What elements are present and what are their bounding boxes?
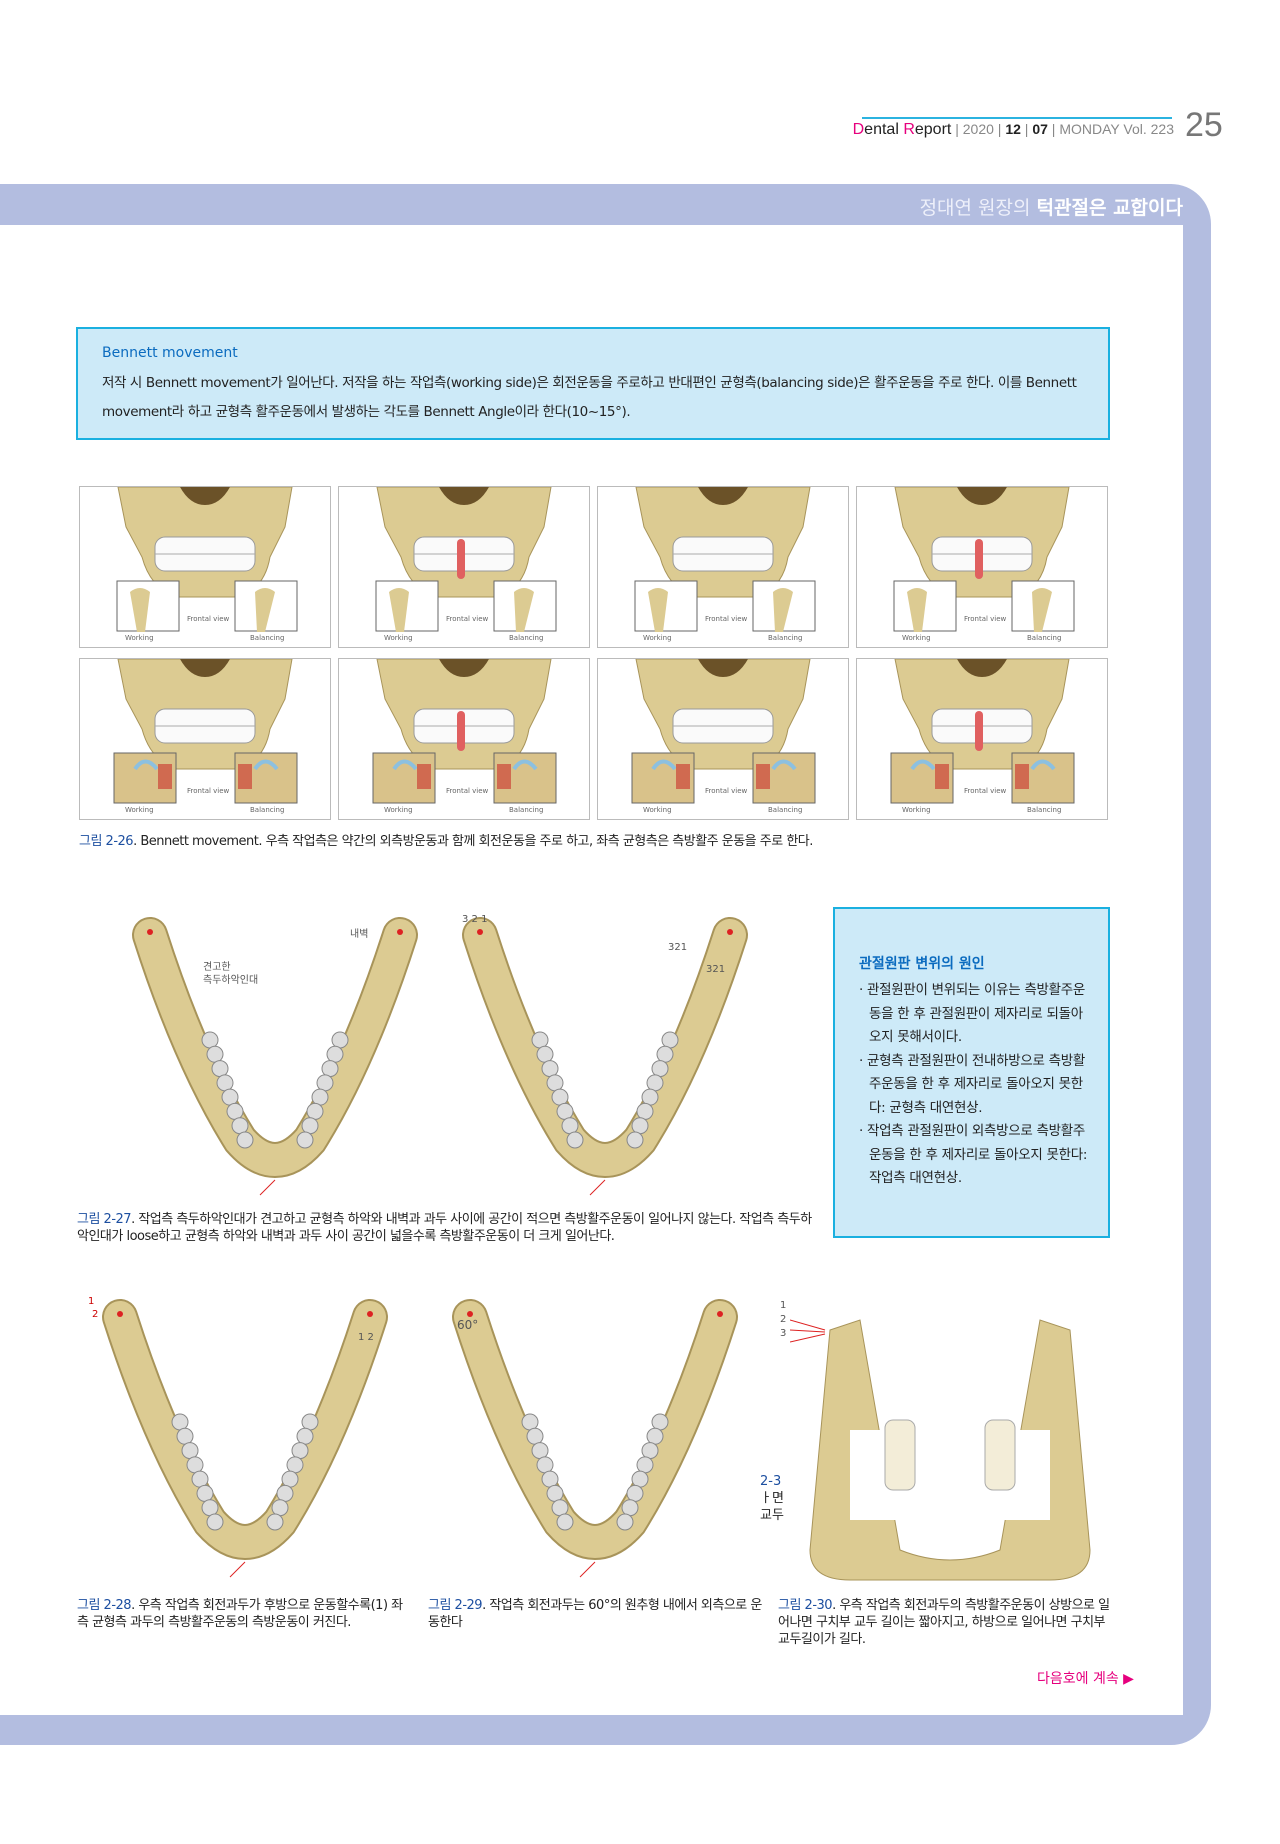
caption-2-28: 그림 2-28. 우측 작업측 회전과두가 후방으로 운동할수록(1) 좌측 균… — [77, 1598, 403, 1630]
label-frontal-view: Frontal view — [446, 787, 489, 795]
skull-illustration — [893, 487, 1075, 632]
label-working: Working — [643, 806, 672, 814]
volume: Vol. 223 — [1123, 121, 1174, 137]
skull-illustration — [113, 659, 298, 804]
label-balancing: Balancing — [509, 634, 544, 642]
label-working: Working — [384, 634, 413, 642]
label-frontal-view: Frontal view — [705, 615, 748, 623]
label-n1: 1 — [88, 1296, 95, 1307]
header-rule — [862, 117, 1172, 119]
series-title: 정대연 원장의 턱관절은 교합이다 — [919, 197, 1183, 219]
brand-logo: Dental Report — [852, 121, 952, 138]
info-item: · 관절원판이 변위되는 이유는 측방활주운동을 한 후 관절원판이 제자리로 … — [859, 982, 1085, 1045]
label-ligament-1: 견고한 — [203, 962, 231, 973]
label-n2: 2 — [780, 1314, 787, 1325]
label-balancing: Balancing — [768, 634, 803, 642]
month: 12 — [1005, 121, 1021, 137]
mandible-illustration — [102, 1299, 388, 1578]
skull-illustration — [116, 487, 298, 632]
label-nums-c: 321 — [706, 964, 726, 975]
info-item: · 작업측 관절원판이 외측방으로 측방활주운동을 한 후 제자리로 돌아오지 … — [859, 1123, 1088, 1186]
box-title: Bennett movement — [102, 345, 238, 361]
mandible-illustration — [452, 1299, 738, 1578]
label-working: Working — [902, 634, 931, 642]
label-working: Working — [902, 806, 931, 814]
weekday: MONDAY — [1059, 121, 1120, 137]
mandible-illustration — [462, 917, 748, 1196]
skull-illustration — [631, 659, 816, 804]
mandible-figure-2-27b: 3 2 1 321 321 — [440, 910, 770, 1200]
year: 2020 — [962, 121, 994, 137]
caption-2-29: 그림 2-29. 작업측 회전과두는 60°의 원추형 내에서 외측으로 운동한… — [428, 1598, 762, 1630]
page-number: 25 — [1185, 106, 1223, 144]
label-working: Working — [125, 806, 154, 814]
caption-2-30: 그림 2-30. 우측 작업측 회전과두의 측방활주운동이 상방으로 일어나면 … — [778, 1598, 1110, 1647]
label-n2: 2 — [92, 1309, 99, 1320]
label-frontal-view: Frontal view — [446, 615, 489, 623]
label-n1: 1 — [780, 1300, 787, 1311]
label-balancing: Balancing — [250, 806, 285, 814]
caption-2-27: 그림 2-27. 작업측 측두하악인대가 견고하고 균형측 하악와 내벽과 과두… — [77, 1212, 812, 1244]
label-balancing: Balancing — [509, 806, 544, 814]
label-frontal-view: Frontal view — [187, 787, 230, 795]
label-frontal-view: Frontal view — [187, 615, 230, 623]
mandible-figure-2-28: 1 2 1 2 — [80, 1292, 410, 1592]
label-ligament-2: 측두하악인대 — [203, 975, 259, 986]
label-balancing: Balancing — [1027, 634, 1062, 642]
box-body: 저작 시 Bennett movement가 일어난다. 저작을 하는 작업측(… — [102, 375, 1077, 420]
continued-next-issue: 다음호에 계속 ▶ — [1037, 1671, 1134, 1687]
label-nums-b: 321 — [668, 942, 688, 953]
label-frontal-view: Frontal view — [705, 787, 748, 795]
mandible-figure-2-27a: 견고한 측두하악인대 내벽 — [110, 910, 440, 1200]
bennett-movement-box: Bennett movement 저작 시 Bennett movement가 … — [76, 327, 1110, 440]
label-working: Working — [384, 806, 413, 814]
label-n3: 3 — [780, 1328, 787, 1339]
mandible-figure-2-29: 60° — [430, 1292, 760, 1592]
skull-illustration — [372, 659, 557, 804]
label-balancing: Balancing — [250, 634, 285, 642]
info-title: 관절원판 변위의 원인 — [859, 956, 985, 972]
label-working: Working — [643, 634, 672, 642]
label-n12: 1 2 — [358, 1332, 374, 1343]
disc-displacement-box: 관절원판 변위의 원인 · 관절원판이 변위되는 이유는 측방활주운동을 한 후… — [833, 907, 1110, 1238]
mandible-frontal-illustration — [789, 1319, 1091, 1581]
label-frontal-view: Frontal view — [964, 787, 1007, 795]
label-balancing: Balancing — [768, 806, 803, 814]
caption-2-26: 그림 2-26. Bennett movement. 우측 작업측은 약간의 외… — [79, 834, 813, 849]
skull-illustration — [634, 487, 816, 632]
label-frontal-view: Frontal view — [964, 615, 1007, 623]
day: 07 — [1032, 121, 1048, 137]
label-inner-wall: 내벽 — [350, 929, 369, 940]
skull-illustration — [890, 659, 1075, 804]
label-working: Working — [125, 634, 154, 642]
mandible-frontal-figure-2-30: 1 2 3 — [780, 1300, 1110, 1590]
label-angle: 60° — [457, 1318, 479, 1332]
info-item: · 균형측 관절원판이 전내하방으로 측방활주운동을 한 후 제자리로 돌아오지… — [859, 1052, 1085, 1116]
label-balancing: Balancing — [1027, 806, 1062, 814]
running-header: Dental Report | 2020 | 12 | 07 | MONDAY … — [852, 121, 1174, 138]
label-nums-a: 3 2 1 — [462, 914, 488, 925]
mandible-illustration — [132, 917, 418, 1196]
skull-illustration — [375, 487, 557, 632]
